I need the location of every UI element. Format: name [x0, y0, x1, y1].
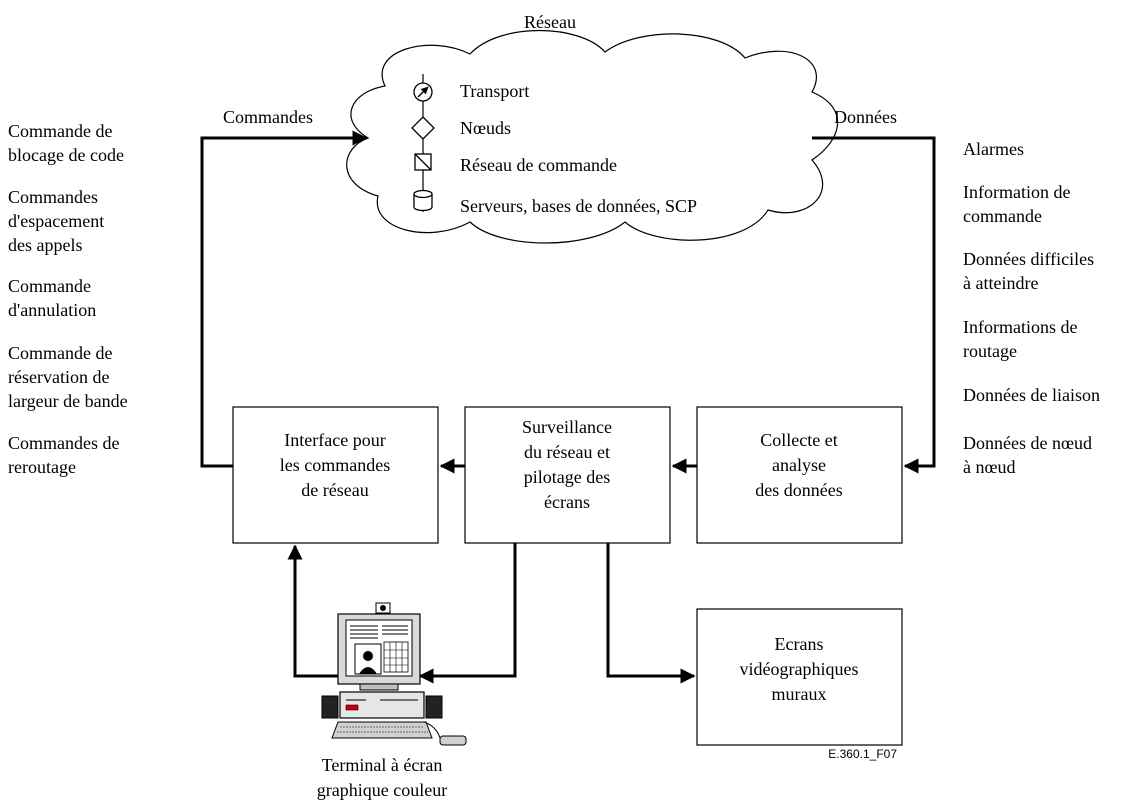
left-item-2-line-3: des appels — [8, 235, 82, 255]
left-item-1-line-1: Commande de — [8, 121, 112, 141]
data-flow-label: Données — [834, 107, 897, 127]
right-item-6-line-2: à nœud — [963, 457, 1016, 477]
box-interface-line-2: les commandes — [280, 455, 390, 475]
legend-label-nodes: Nœuds — [460, 118, 511, 138]
box-collecte-line-1: Collecte et — [760, 430, 837, 450]
left-item-2-line-2: d'espacement — [8, 211, 104, 231]
terminal-label-line-1: Terminal à écran — [322, 755, 443, 775]
figure-code: E.360.1_F07 — [828, 747, 897, 761]
box-surveillance-line-4: écrans — [544, 492, 590, 512]
box-ecrans-line-1: Ecrans — [775, 634, 824, 654]
cloud-legend: Transport Nœuds Réseau de commande Serve… — [411, 74, 697, 216]
data-flow-arrow — [812, 136, 936, 474]
box-collecte-line-2: analyse — [772, 455, 826, 475]
left-item-4-line-2: réservation de — [8, 367, 109, 387]
box-ecrans-line-3: muraux — [772, 684, 827, 704]
commands-flow-arrow — [200, 130, 368, 468]
box-interface-line-1: Interface pour — [284, 430, 385, 450]
right-item-2-line-2: commande — [963, 206, 1042, 226]
left-command-list: Commande de blocage de code Commandes d'… — [8, 121, 128, 477]
control-network-icon — [414, 153, 432, 171]
surveillance-to-terminal-arrow — [418, 543, 517, 684]
right-data-list: Alarmes Information de commande Données … — [963, 139, 1100, 477]
box-surveillance: Surveillance du réseau et pilotage des é… — [464, 406, 671, 544]
left-item-5-line-1: Commandes de — [8, 433, 119, 453]
box-surveillance-line-3: pilotage des — [524, 467, 610, 487]
legend-label-transport: Transport — [460, 81, 529, 101]
terminal-label-line-2: graphique couleur — [317, 780, 447, 800]
box-ecrans: Ecrans vidéographiques muraux — [696, 608, 903, 746]
network-title: Réseau — [524, 12, 576, 32]
left-item-5-line-2: reroutage — [8, 457, 76, 477]
left-item-4-line-1: Commande de — [8, 343, 112, 363]
commands-flow-label: Commandes — [223, 107, 313, 127]
computer-terminal-icon — [321, 602, 467, 746]
box-interface-line-3: de réseau — [301, 480, 368, 500]
node-diamond-icon — [411, 116, 435, 140]
transport-icon — [413, 82, 433, 102]
left-item-1-line-2: blocage de code — [8, 145, 124, 165]
box-collecte-line-3: des données — [755, 480, 842, 500]
terminal-to-interface-arrow — [287, 544, 338, 678]
network-cloud — [346, 30, 839, 244]
legend-label-control-network: Réseau de commande — [460, 155, 617, 175]
surveillance-to-ecrans-arrow — [606, 543, 696, 684]
database-icon — [413, 189, 433, 212]
right-item-2-line-1: Information de — [963, 182, 1070, 202]
left-item-3-line-1: Commande — [8, 276, 91, 296]
left-item-3-line-2: d'annulation — [8, 300, 96, 320]
box-surveillance-line-2: du réseau et — [524, 442, 610, 462]
box-collecte: Collecte et analyse des données — [696, 406, 903, 544]
right-item-4-line-2: routage — [963, 341, 1017, 361]
box-ecrans-line-2: vidéographiques — [740, 659, 859, 679]
left-item-4-line-3: largeur de bande — [8, 391, 128, 411]
right-item-4-line-1: Informations de — [963, 317, 1077, 337]
left-item-2-line-1: Commandes — [8, 187, 98, 207]
box-interface: Interface pour les commandes de réseau — [232, 406, 439, 544]
right-item-5-line-1: Données de liaison — [963, 385, 1100, 405]
right-item-1-line-1: Alarmes — [963, 139, 1024, 159]
right-item-3-line-1: Données difficiles — [963, 249, 1094, 269]
right-item-3-line-2: à atteindre — [963, 273, 1038, 293]
box-surveillance-line-1: Surveillance — [522, 417, 612, 437]
right-item-6-line-1: Données de nœud — [963, 433, 1092, 453]
legend-label-servers: Serveurs, bases de données, SCP — [460, 196, 697, 216]
